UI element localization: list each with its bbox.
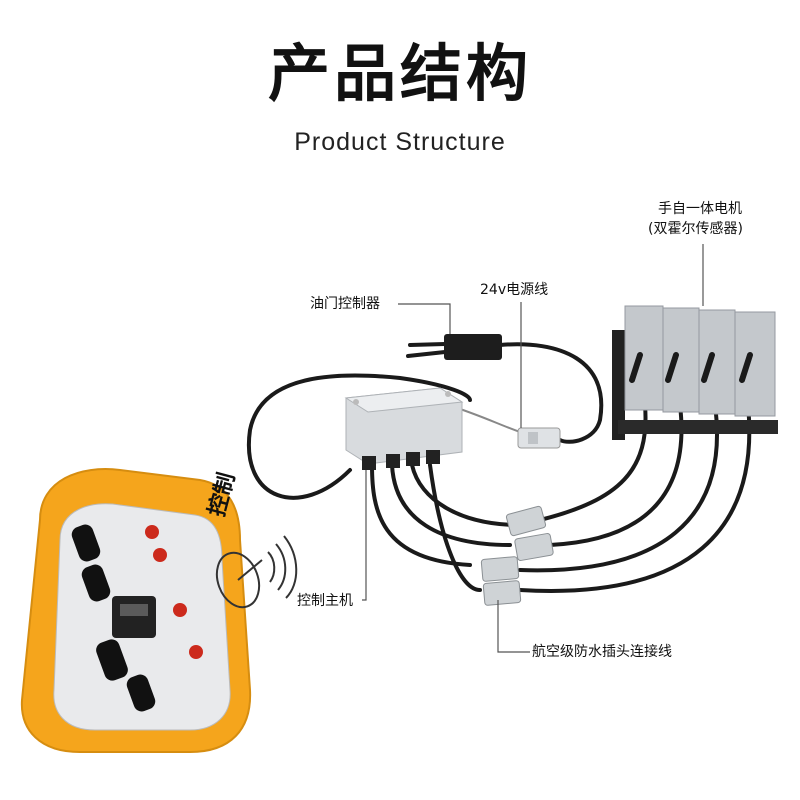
- motor-label-line2: (双霍尔传感器): [648, 221, 743, 237]
- leader-lines: [362, 244, 704, 653]
- main-unit-leader: [362, 470, 367, 601]
- throttle-controller: [444, 334, 502, 360]
- motor-cable-2: [548, 403, 684, 547]
- waterproof-connectors: [480, 505, 554, 606]
- motor-assembly: [612, 305, 778, 440]
- power-cable-label: 24v电源线: [480, 282, 549, 298]
- connector-1: [505, 505, 547, 537]
- connector-2: [514, 533, 554, 561]
- connector-3: [480, 556, 520, 582]
- cables: [246, 342, 752, 593]
- remote-control: [20, 468, 252, 753]
- throttle-stub-1: [408, 342, 447, 347]
- power-cable: [498, 342, 604, 444]
- motor-cable-3: [518, 403, 719, 573]
- motor-label-line1: 手自一体电机: [658, 201, 742, 217]
- motor-1: [624, 305, 664, 411]
- loop-cable: [246, 373, 472, 500]
- connector-4: [482, 580, 522, 606]
- connectors-label: 航空级防水插头连接线: [532, 644, 672, 660]
- motor-4: [734, 311, 776, 417]
- page-title: 产品结构: [267, 37, 532, 110]
- motor-cable-4: [518, 403, 752, 593]
- box-cable-2: [390, 463, 512, 547]
- page-subtitle: Product Structure: [294, 128, 506, 156]
- throttle-leader: [398, 303, 451, 334]
- connectors-leader: [497, 600, 530, 653]
- power-connector: [517, 427, 561, 449]
- throttle-stub-2: [406, 350, 447, 358]
- box-cable-4: [428, 463, 482, 592]
- motor-3: [698, 309, 736, 415]
- motor-2: [662, 307, 700, 413]
- box-cable-3: [410, 463, 522, 527]
- throttle-label: 油门控制器: [310, 296, 380, 312]
- main-unit-label: 控制主机: [297, 593, 353, 609]
- wireless-signal-icon: [215, 535, 298, 609]
- box-cable-1: [370, 463, 472, 567]
- control-main-box: [344, 387, 464, 470]
